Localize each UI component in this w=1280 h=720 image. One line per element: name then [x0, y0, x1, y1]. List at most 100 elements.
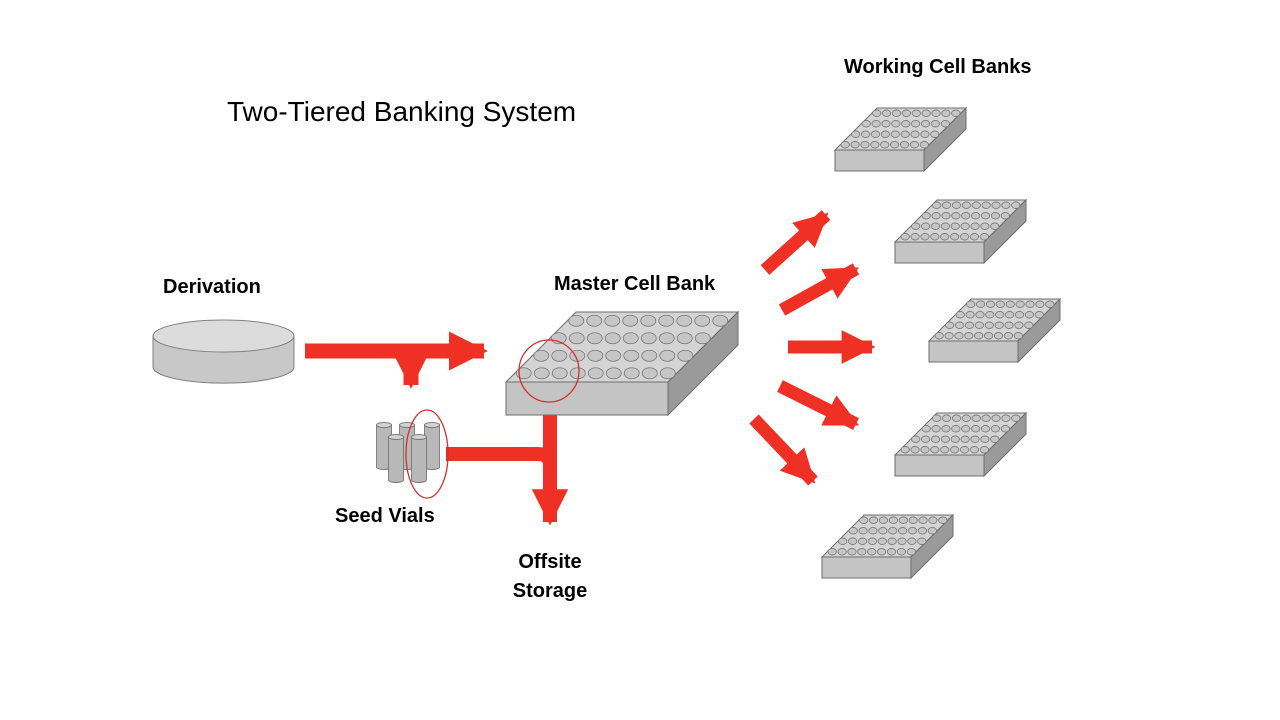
- well: [938, 516, 948, 524]
- well: [860, 130, 871, 138]
- well: [941, 212, 951, 220]
- well: [951, 201, 962, 209]
- block-front-face: [821, 556, 912, 579]
- well: [971, 212, 981, 220]
- well: [991, 414, 1001, 422]
- well: [955, 311, 965, 319]
- well: [911, 435, 921, 443]
- well: [940, 435, 950, 443]
- working-cell-bank-1: [833, 106, 968, 173]
- master-cell-bank-block: [504, 310, 740, 417]
- well: [981, 414, 991, 422]
- seed-vials-highlight-circle: [405, 409, 449, 499]
- well: [891, 120, 901, 128]
- vial-body: [388, 436, 404, 483]
- well: [920, 446, 930, 454]
- working-cell-bank-4: [893, 411, 1028, 478]
- well: [950, 222, 960, 230]
- well: [994, 321, 1004, 329]
- well: [1000, 425, 1010, 433]
- well: [867, 548, 877, 556]
- well: [954, 332, 964, 340]
- well: [568, 332, 585, 345]
- block-front-face: [894, 241, 985, 264]
- well: [850, 141, 860, 149]
- well: [984, 321, 994, 329]
- well: [658, 332, 675, 345]
- well: [966, 300, 976, 308]
- vial-cap: [376, 422, 392, 428]
- well: [871, 120, 881, 128]
- well: [965, 311, 975, 319]
- well: [851, 130, 861, 138]
- block-side-face: [1017, 297, 1061, 364]
- well: [990, 222, 1000, 230]
- seed-vial: [376, 422, 392, 470]
- working-cell-bank-3: [927, 297, 1062, 364]
- block-front-face: [834, 149, 925, 172]
- block-front-face: [505, 381, 669, 416]
- well: [1024, 311, 1035, 319]
- seed-vial: [411, 434, 427, 483]
- arrow-to-seed-vials: [306, 343, 431, 389]
- well: [840, 141, 850, 149]
- well: [896, 548, 907, 556]
- well: [931, 212, 941, 220]
- well: [907, 537, 917, 545]
- well: [605, 367, 622, 380]
- well: [945, 321, 955, 329]
- well: [969, 446, 980, 454]
- well: [991, 201, 1001, 209]
- well: [950, 446, 960, 454]
- well: [899, 141, 910, 149]
- well: [981, 201, 991, 209]
- well: [658, 314, 675, 327]
- well: [1013, 332, 1023, 340]
- well: [930, 120, 941, 128]
- well: [932, 414, 942, 422]
- well: [940, 446, 950, 454]
- well: [900, 130, 910, 138]
- well: [975, 300, 986, 308]
- well: [993, 332, 1004, 340]
- well: [898, 516, 908, 524]
- well: [974, 332, 984, 340]
- well: [901, 109, 911, 117]
- well: [959, 233, 970, 241]
- vial-cap: [388, 434, 404, 440]
- well: [568, 314, 585, 327]
- well: [857, 548, 867, 556]
- well: [1001, 201, 1011, 209]
- well: [847, 548, 857, 556]
- well: [941, 414, 952, 422]
- seed-vials-group: [376, 422, 440, 483]
- arrow-to-working-bank-5: [749, 414, 818, 486]
- block-side-face: [983, 411, 1027, 478]
- well: [694, 314, 711, 327]
- well: [533, 349, 550, 362]
- well: [877, 548, 887, 556]
- well: [940, 233, 950, 241]
- well: [890, 141, 900, 149]
- derivation-dish: [152, 319, 295, 384]
- well: [984, 332, 994, 340]
- well: [950, 435, 960, 443]
- well: [920, 130, 930, 138]
- well: [985, 311, 995, 319]
- well: [917, 537, 927, 545]
- well: [930, 222, 941, 230]
- well: [971, 425, 981, 433]
- well: [920, 233, 930, 241]
- well: [1011, 414, 1021, 422]
- arrow-seed-vials-to-offsite: [446, 447, 569, 526]
- well: [951, 425, 961, 433]
- well: [941, 201, 952, 209]
- label-offsite-storage-line1: Offsite: [518, 551, 582, 573]
- well: [919, 141, 929, 149]
- label-master-cell-bank: Master Cell Bank: [554, 273, 716, 295]
- well: [888, 527, 898, 535]
- well: [971, 201, 981, 209]
- well: [1014, 311, 1025, 319]
- well: [920, 222, 931, 230]
- well: [641, 349, 658, 362]
